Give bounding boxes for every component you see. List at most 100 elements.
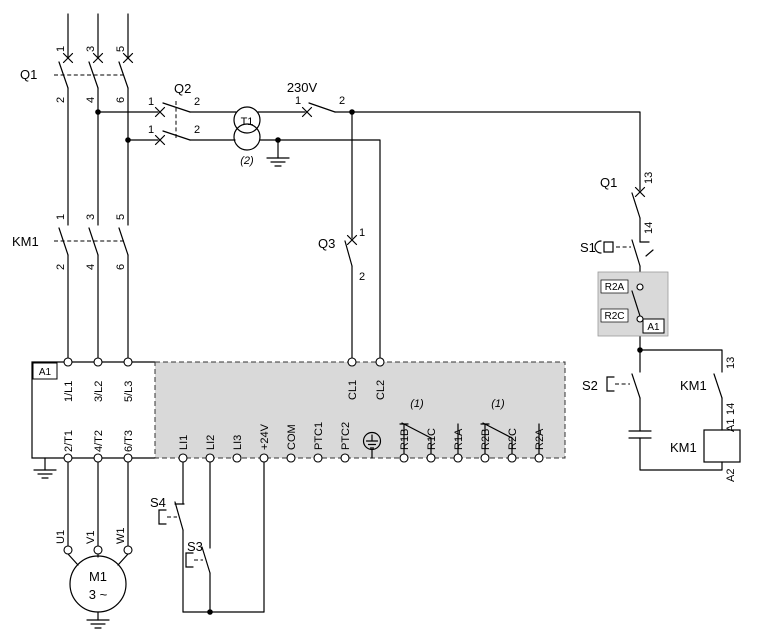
terminal [259,453,269,463]
terminal-label: COM [286,424,298,450]
earth-ground-icon [365,434,379,459]
terminal [399,453,409,463]
junction-dot [275,137,281,143]
remote-designator-box [642,318,665,334]
terminal-number: 3 [85,214,97,220]
terminal-label: CL1 [347,380,359,400]
earth-ground-icon [266,157,290,167]
motor-terminal-label: V1 [85,531,97,544]
terminal [313,453,323,463]
terminal-number: 14 [643,222,655,234]
terminal-label: 4/T2 [93,430,105,452]
terminal [340,453,350,463]
terminal-number: 1 [148,124,154,136]
terminal-number: 1 [359,227,365,239]
push-button-icon [158,509,167,525]
push-button-icon [606,376,615,392]
terminal-number: 4 [85,264,97,270]
motor-symbol [69,555,127,613]
voltage-label: 230V [287,80,318,95]
junction-dot [207,609,213,615]
km1-coil [703,429,741,463]
terminal [123,453,133,463]
motor-label: M1 [89,569,107,584]
t1-note: (2) [240,155,254,167]
terminal-label: CL2 [375,380,387,400]
terminal-label: PTC2 [340,422,352,450]
terminal [232,453,242,463]
terminal [375,357,385,367]
terminal [93,357,103,367]
junction-dot [125,137,131,143]
terminal-number: A1 [725,419,737,432]
starter-designator-box [32,362,58,380]
q2-breaker: Q2 1 2 1 2 [97,81,237,146]
terminal-number: A2 [725,469,737,482]
terminal-number: 1 [55,214,67,220]
phase-wires [67,13,129,547]
s3-contact [201,546,211,574]
r2-contact-blade [631,290,641,317]
r2a-chip [600,279,629,294]
q2-label: Q2 [174,81,191,96]
q2-wires [97,111,237,141]
terminal-number: 5 [115,214,127,220]
km1-coil-label: KM1 [670,440,697,455]
terminal-number: 2 [194,124,200,136]
q1-aux-label: Q1 [600,175,617,190]
terminal-number: 13 [725,357,737,369]
s2-label: S2 [582,378,598,393]
s1-head-icon [603,241,614,253]
supply-wire [257,111,641,191]
terminal-number: 3 [85,46,97,52]
t1-transformer: T1 (2) [233,106,261,167]
km1-contactor: KM1 1 3 5 2 4 6 [12,214,129,270]
terminal [534,453,544,463]
terminal-label: 1/L1 [63,381,75,402]
s3-label: S3 [187,539,203,554]
q3-contact-blade [344,240,353,267]
terminal-label: LI3 [232,435,244,450]
motor-type: 3 ~ [89,587,108,602]
terminal-number: 6 [115,97,127,103]
terminal [286,453,296,463]
terminal [507,453,517,463]
motor-terminal [63,545,73,555]
control-circuit-right: Q1 13 14 S1 R2A R2C A1 S2 KM1 13 14 KM1 … [580,172,741,482]
motor-terminal [123,545,133,555]
terminal-label: PTC1 [313,422,325,450]
terminal-label: R2A [534,428,546,450]
relay2-contact [480,422,540,455]
terminal [205,453,215,463]
terminal-number: 4 [85,97,97,103]
q1-label: Q1 [20,67,37,82]
terminal [347,357,357,367]
q3-label: Q3 [318,236,335,251]
km1-label: KM1 [12,234,39,249]
r2c-chip [600,308,629,323]
terminal [480,453,490,463]
earth-ground-icon [33,469,57,479]
terminal-number: 2 [359,271,365,283]
motor-terminal-label: U1 [55,530,67,544]
km1-aux-label: KM1 [680,378,707,393]
s2-contact [631,373,641,399]
terminal-number: 1 [55,46,67,52]
junction-dot [349,109,355,115]
terminal-number: 13 [643,172,655,184]
terminal-label: R1A [453,428,465,450]
terminal-label: R2B [480,429,492,450]
terminal [123,357,133,367]
motor-circuit: U1 V1 W1 M1 3 ~ [55,528,133,629]
suppressor-capacitor-icon [628,430,652,439]
s1-mushroom-icon [594,240,602,254]
terminal [453,453,463,463]
s1-label: S1 [580,240,596,255]
s4-label: S4 [150,495,166,510]
transformer-winding [233,106,261,134]
relay1-contact [399,422,459,455]
junction-dot [95,109,101,115]
relay1-note: (1) [410,398,424,410]
